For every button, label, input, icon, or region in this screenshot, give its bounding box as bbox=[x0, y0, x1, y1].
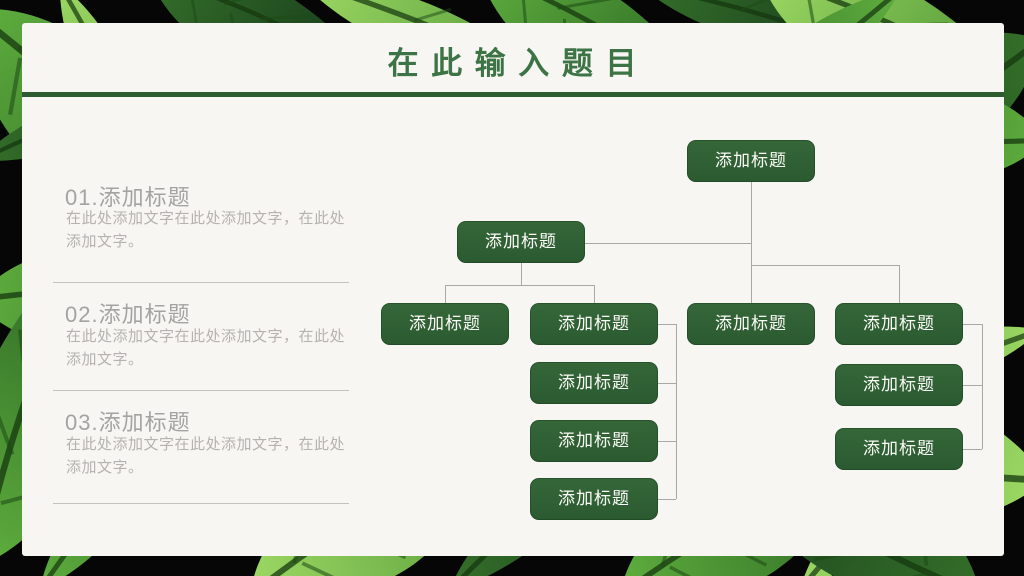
slide-title: 在 此 输 入 题 目 bbox=[387, 46, 639, 81]
org-node-child-3: 添加标题 bbox=[687, 303, 815, 345]
connector-child-2-sub-3-stub bbox=[658, 499, 676, 500]
org-node-child-1: 添加标题 bbox=[381, 303, 509, 345]
connector-child-2-bracket-out bbox=[658, 324, 676, 325]
org-node-child-2-sub-3: 添加标题 bbox=[530, 478, 658, 520]
org-chart: 添加标题 添加标题 添加标题 添加标题 添加标题 添加标题 添加标题 添加标题 … bbox=[22, 23, 1004, 556]
connector-child-4-sub-2-stub bbox=[963, 449, 982, 450]
org-node-child-2-sub-2: 添加标题 bbox=[530, 420, 658, 462]
org-node-branch-left: 添加标题 bbox=[457, 221, 585, 263]
connector-child-2-drop bbox=[594, 285, 595, 303]
connector-child-2-bracket-rail bbox=[676, 324, 677, 499]
section-3-body: 在此处添加文字在此处添加文字，在此处添加文字。 bbox=[66, 436, 346, 477]
org-node-child-4-sub-1: 添加标题 bbox=[835, 364, 963, 406]
section-1-divider bbox=[53, 282, 349, 283]
connector-branch-left-rail bbox=[445, 285, 594, 286]
section-1-body: 在此处添加文字在此处添加文字，在此处添加文字。 bbox=[66, 210, 346, 251]
section-3-heading: 03.添加标题 bbox=[65, 410, 191, 435]
connector-child-2-sub-2-stub bbox=[658, 441, 676, 442]
title-divider-line bbox=[22, 92, 1004, 97]
section-2-body: 在此处添加文字在此处添加文字，在此处添加文字。 bbox=[66, 328, 346, 369]
section-2-heading: 02.添加标题 bbox=[65, 302, 191, 327]
section-3-divider bbox=[53, 503, 349, 504]
connector-root-to-branch-left bbox=[585, 243, 751, 244]
org-node-child-2-sub-1: 添加标题 bbox=[530, 362, 658, 404]
org-node-root: 添加标题 bbox=[687, 140, 815, 182]
connector-child-4-bracket-out bbox=[963, 324, 982, 325]
section-2-divider bbox=[53, 390, 349, 391]
org-node-child-2: 添加标题 bbox=[530, 303, 658, 345]
connector-child-4-drop bbox=[899, 265, 900, 303]
connector-child-1-drop bbox=[445, 285, 446, 303]
connector-child-2-sub-1-stub bbox=[658, 383, 676, 384]
connector-child-4-sub-1-stub bbox=[963, 385, 982, 386]
connector-root-to-child-4 bbox=[751, 265, 899, 266]
org-node-child-4: 添加标题 bbox=[835, 303, 963, 345]
connector-child-4-bracket-rail bbox=[982, 324, 983, 449]
connector-branch-left-down bbox=[521, 263, 522, 285]
section-1-heading: 01.添加标题 bbox=[65, 185, 191, 210]
org-node-child-4-sub-2: 添加标题 bbox=[835, 428, 963, 470]
content-panel: 在 此 输 入 题 目 01.添加标题 在此处添加文字在此处添加文字，在此处添加… bbox=[22, 23, 1004, 556]
connector-root-down bbox=[751, 182, 752, 303]
